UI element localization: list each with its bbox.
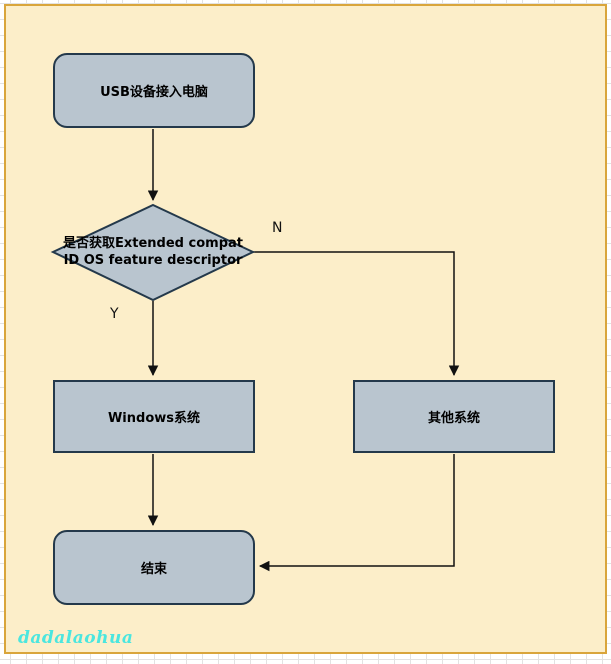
node-decision-label-line2: ID OS feature descriptor (63, 253, 243, 268)
watermark: dadalaohua (18, 628, 134, 648)
node-end-label: 结束 (140, 562, 167, 577)
node-windows-label: Windows系统 (107, 411, 201, 426)
node-other-label: 其他系统 (427, 411, 480, 426)
node-decision-label[interactable]: 是否获取Extended compat ID OS feature descri… (43, 235, 263, 269)
node-start[interactable]: USB设备接入电脑 (53, 53, 255, 128)
node-windows[interactable]: Windows系统 (53, 380, 255, 453)
node-other[interactable]: 其他系统 (353, 380, 555, 453)
edge-label-no: N (272, 220, 283, 236)
node-end[interactable]: 结束 (53, 530, 255, 605)
node-decision-label-line1: 是否获取Extended compat (63, 236, 243, 251)
node-start-label: USB设备接入电脑 (100, 85, 208, 100)
edge-label-yes: Y (110, 306, 119, 322)
